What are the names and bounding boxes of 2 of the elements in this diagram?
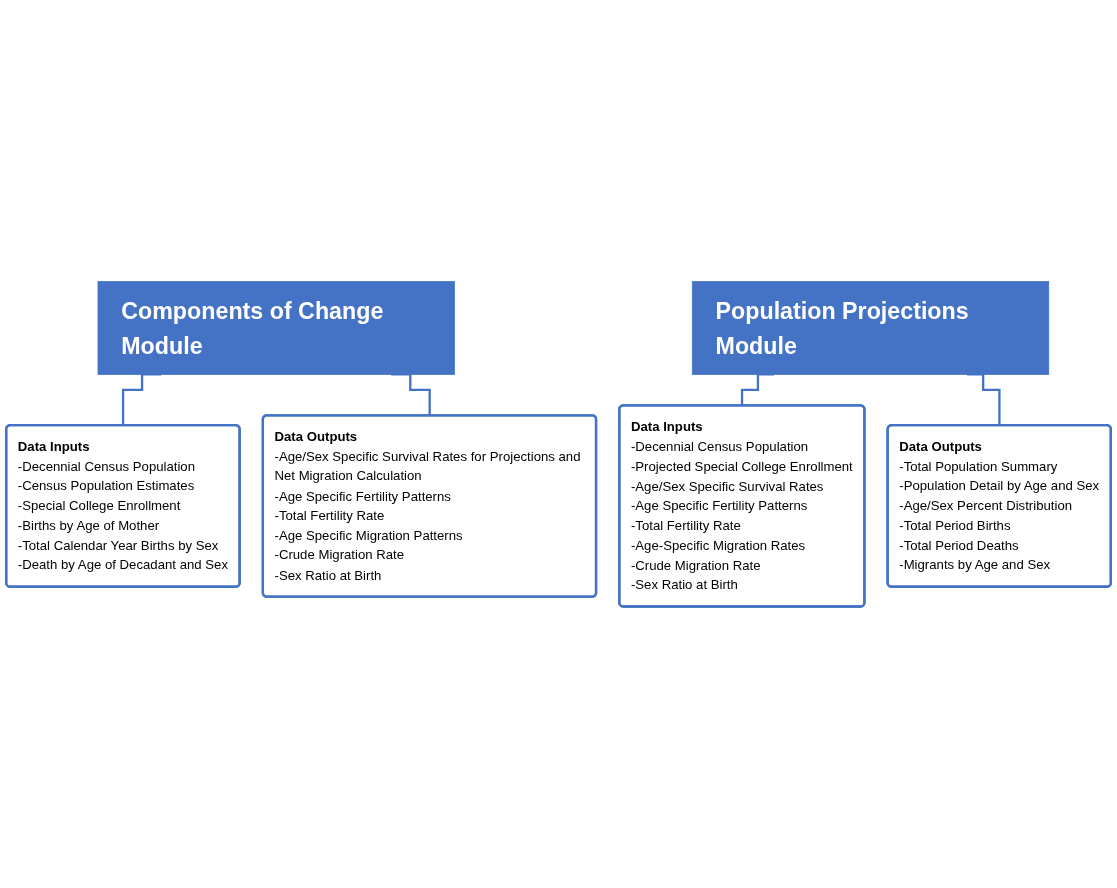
node-box: Population Projections Module (691, 281, 1050, 375)
node-box: Components of Change Module (97, 281, 455, 375)
